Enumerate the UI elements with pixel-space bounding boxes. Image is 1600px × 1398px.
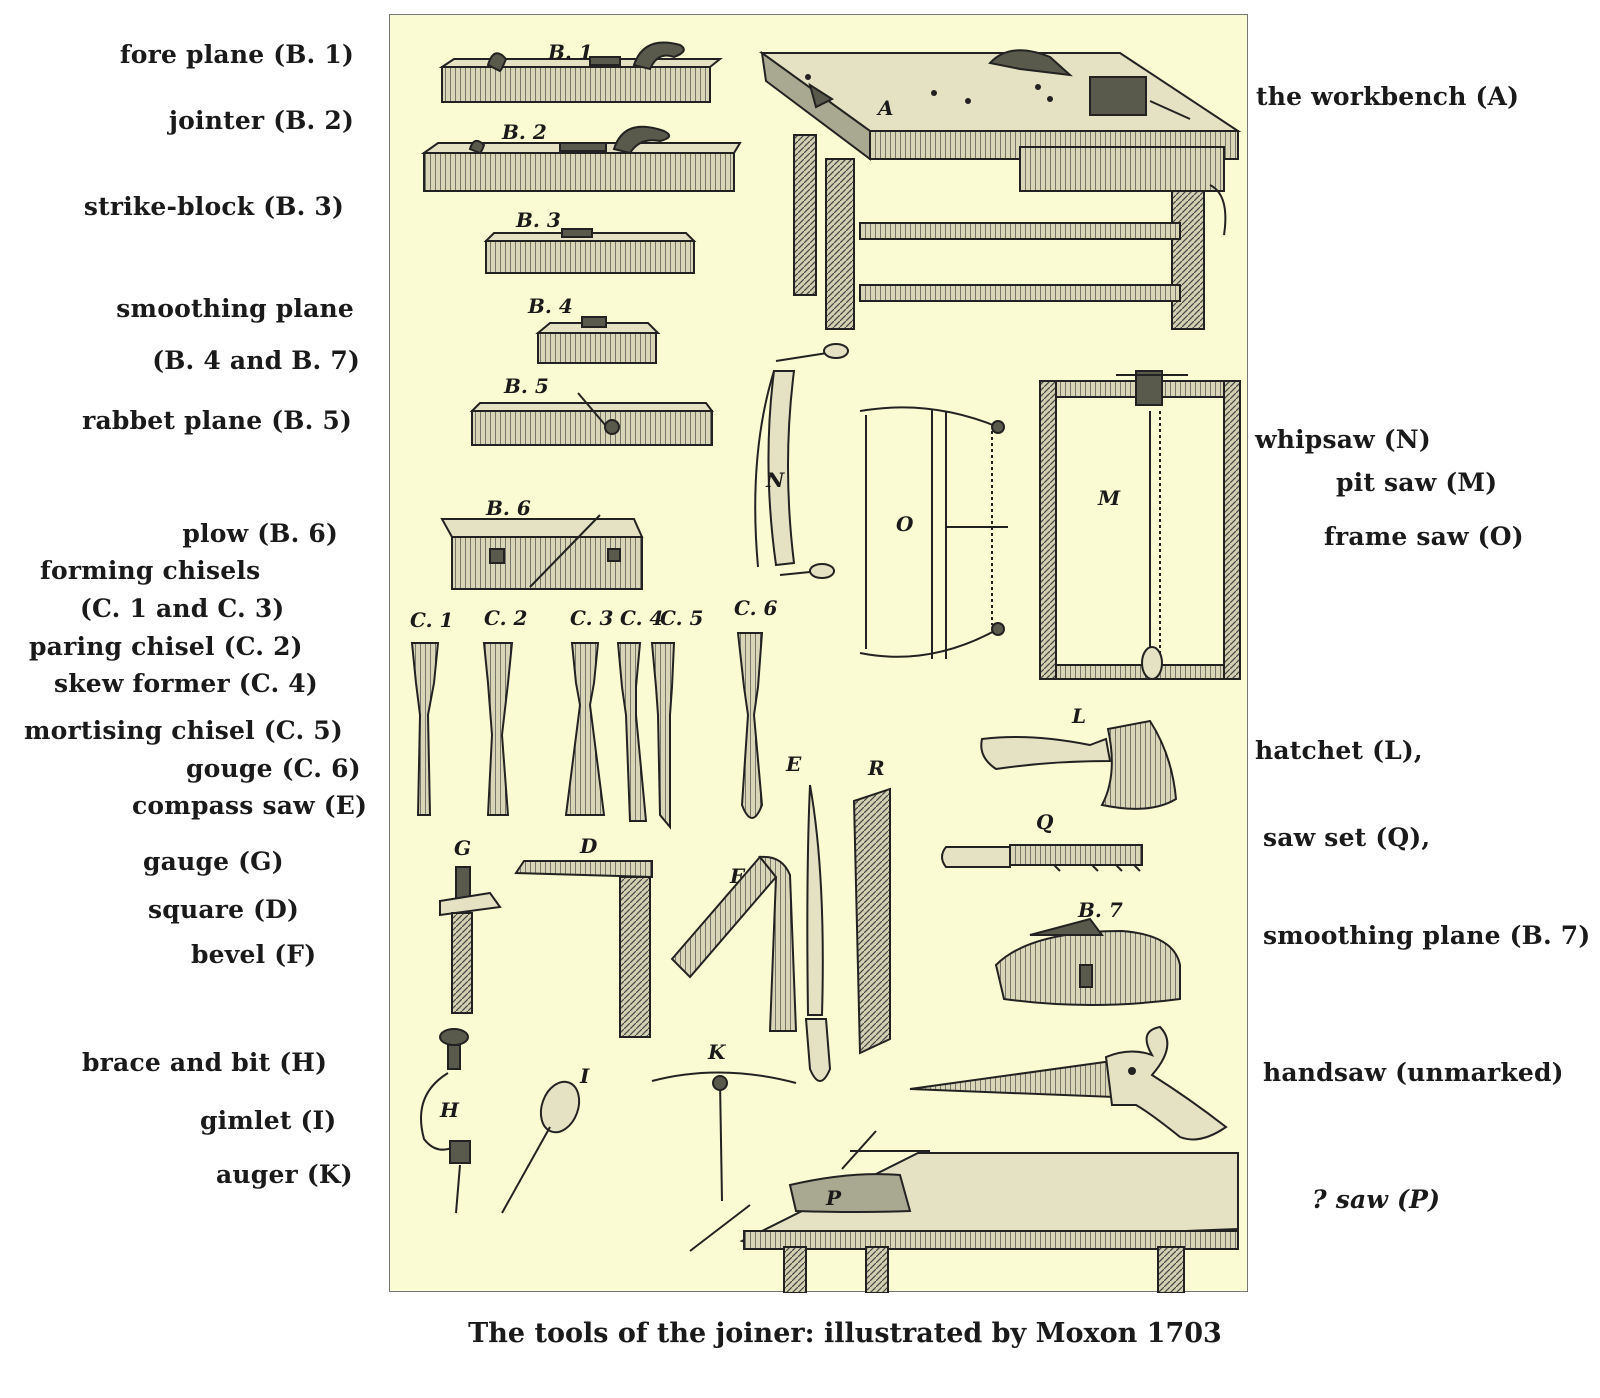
label-gouge: gouge (C. 6) <box>186 754 361 783</box>
plate-label-p: P <box>825 1186 842 1210</box>
plate-label-b5: B. 5 <box>503 374 549 398</box>
label-jointer: jointer (B. 2) <box>168 106 354 135</box>
label-plow: plow (B. 6) <box>182 519 338 548</box>
compass-saw-drawing: E <box>785 752 832 1082</box>
brace-drawing: H <box>420 1028 471 1214</box>
label-compass-saw: compass saw (E) <box>132 791 368 820</box>
plate-label-n: N <box>765 468 785 492</box>
smoothing-plane-b4-drawing: B. 4 <box>527 294 661 364</box>
plate-label-c2: C. 2 <box>484 606 527 630</box>
label-paring-chisel: paring chisel (C. 2) <box>29 632 303 661</box>
label-bevel: bevel (F) <box>191 940 317 969</box>
plate-label-e: E <box>785 752 802 776</box>
engraving-plate: B. 1 B. 2 B. 3 B. 4 B. 5 B. 6 <box>389 14 1248 1293</box>
plate-label-i: I <box>579 1064 590 1088</box>
label-smoothing-plane-refs: (B. 4 and B. 7) <box>152 346 360 375</box>
frame-saw-drawing: O <box>859 406 1008 659</box>
saw-set-drawing: Q <box>941 810 1143 872</box>
label-rabbet-plane: rabbet plane (B. 5) <box>82 406 352 435</box>
gauge-drawing: G <box>439 836 502 1014</box>
label-auger: auger (K) <box>216 1160 353 1189</box>
label-handsaw: handsaw (unmarked) <box>1263 1058 1564 1087</box>
plate-label-b6: B. 6 <box>485 496 531 520</box>
hatchet-drawing: L <box>980 704 1178 810</box>
rabbet-plane-drawing: B. 5 <box>469 374 714 446</box>
label-forming-chisels-refs: (C. 1 and C. 3) <box>80 594 285 623</box>
pit-saw-drawing: M <box>1039 370 1241 680</box>
plate-label-f: F <box>729 864 746 888</box>
handsaw-drawing <box>909 1025 1228 1141</box>
smoothing-plane-b7-drawing: B. 7 <box>994 898 1181 1006</box>
plate-label-b2: B. 2 <box>501 120 547 144</box>
label-pit-saw: pit saw (M) <box>1336 468 1498 497</box>
plate-label-m: M <box>1097 486 1121 510</box>
plate-label-b1: B. 1 <box>547 40 593 64</box>
label-frame-saw: frame saw (O) <box>1324 522 1524 551</box>
label-saw-set: saw set (Q), <box>1263 823 1431 852</box>
plate-label-h: H <box>439 1098 460 1122</box>
label-forming-chisels: forming chisels <box>40 556 261 585</box>
bevel-drawing: F <box>670 855 798 1032</box>
chisels-drawing: C. 1 C. 2 C. 3 C. 4 C. 5 C. 6 <box>410 596 777 830</box>
plow-drawing: B. 6 <box>440 496 644 590</box>
whipsaw-drawing: N <box>754 343 849 579</box>
plate-label-g: G <box>454 836 471 860</box>
plate-label-k: K <box>707 1040 727 1064</box>
plate-label-c3: C. 3 <box>570 606 613 630</box>
label-hatchet: hatchet (L), <box>1255 736 1423 765</box>
engraving-illustration: B. 1 B. 2 B. 3 B. 4 B. 5 B. 6 <box>410 40 1242 1293</box>
label-whipsaw: whipsaw (N) <box>1255 425 1431 454</box>
plate-label-b4: B. 4 <box>527 294 573 318</box>
label-mortising-chisel: mortising chisel (C. 5) <box>24 716 343 745</box>
label-brace-and-bit: brace and bit (H) <box>82 1048 328 1077</box>
plate-label-r: R <box>867 756 885 780</box>
strike-block-drawing: B. 3 <box>483 208 697 274</box>
plate-label-o: O <box>896 512 914 536</box>
label-gauge: gauge (G) <box>143 847 284 876</box>
label-square: square (D) <box>148 895 300 924</box>
plate-label-c4: C. 4 <box>620 606 663 630</box>
workbench-drawing: A <box>758 49 1242 330</box>
plate-label-a: A <box>876 96 894 120</box>
p-saw-bench-drawing: P <box>689 1130 1239 1293</box>
label-workbench: the workbench (A) <box>1256 82 1520 111</box>
plate-label-d: D <box>579 834 598 858</box>
label-strike-block: strike-block (B. 3) <box>83 192 344 221</box>
plate-label-q: Q <box>1036 810 1054 834</box>
label-smoothing-plane-b7: smoothing plane (B. 7) <box>1263 921 1591 950</box>
r-tool-drawing: R <box>852 756 891 1055</box>
plate-label-l: L <box>1071 704 1086 728</box>
label-gimlet: gimlet (I) <box>200 1106 337 1135</box>
label-skew-former: skew former (C. 4) <box>54 669 318 698</box>
label-unknown-saw: ? saw (P) <box>1312 1185 1441 1214</box>
plate-label-c6: C. 6 <box>734 596 777 620</box>
figure-caption: The tools of the joiner: illustrated by … <box>468 1318 1222 1349</box>
plate-label-b3: B. 3 <box>515 208 561 232</box>
square-drawing: D <box>514 834 653 1038</box>
label-fore-plane: fore plane (B. 1) <box>119 40 354 69</box>
plate-label-c5: C. 5 <box>660 606 703 630</box>
plate-label-c1: C. 1 <box>410 608 453 632</box>
label-smoothing-plane: smoothing plane <box>116 294 354 323</box>
fore-plane-drawing: B. 1 <box>438 40 723 103</box>
jointer-drawing: B. 2 <box>420 120 742 192</box>
auger-drawing: K <box>651 1040 797 1202</box>
plate-label-b7: B. 7 <box>1077 898 1123 922</box>
gimlet-drawing: I <box>501 1064 590 1214</box>
